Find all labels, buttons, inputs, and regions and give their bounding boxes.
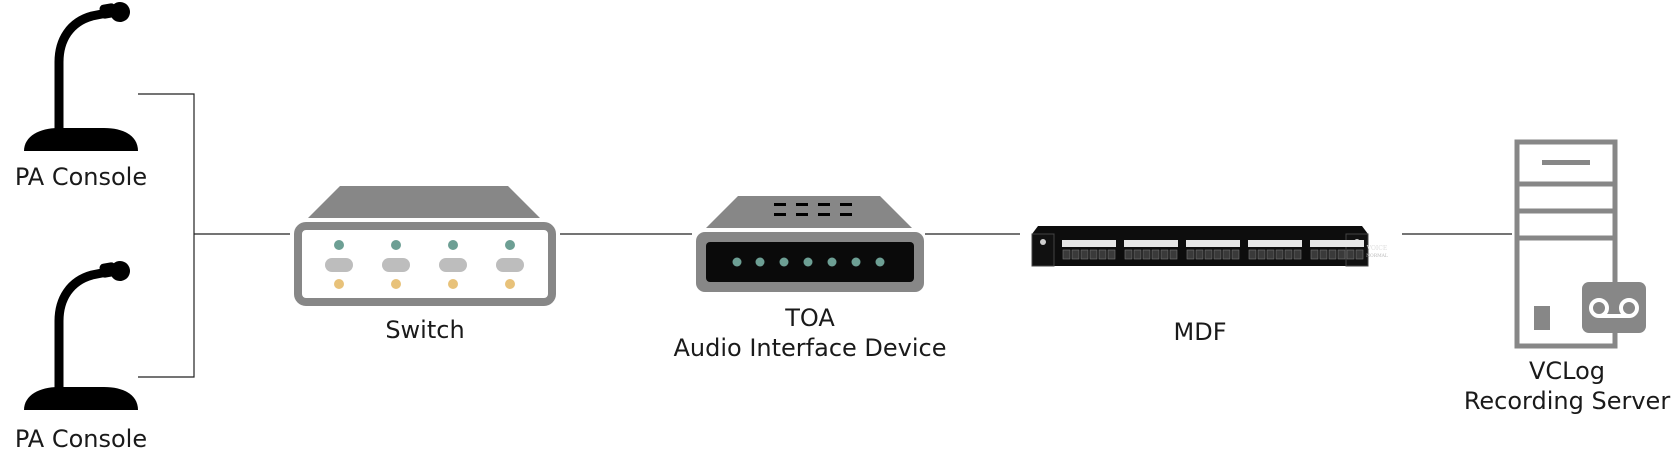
server-label-line2: Recording Server xyxy=(1463,387,1671,415)
switch-ports xyxy=(325,258,524,272)
rj45-port xyxy=(1142,249,1151,260)
rj45-port xyxy=(1169,249,1178,260)
rj45-port xyxy=(1310,249,1319,260)
server-label-line1: VCLog xyxy=(1528,357,1606,385)
rj45-port xyxy=(1151,249,1160,260)
rj45-port xyxy=(1071,249,1080,260)
rj45-port xyxy=(1098,249,1107,260)
rj45-port xyxy=(1266,249,1275,260)
rj45-port xyxy=(1062,249,1071,260)
patch-panel-brand: VOICE xyxy=(1366,245,1388,252)
microphone-icon xyxy=(24,261,138,410)
rj45-port xyxy=(1355,249,1364,260)
rj45-port xyxy=(1160,249,1169,260)
microphone-icon xyxy=(24,2,138,151)
toa-label: TOA Audio Interface Device xyxy=(660,303,960,363)
network-switch-icon xyxy=(294,186,556,306)
rj45-port xyxy=(1328,249,1337,260)
patch-panel-ports xyxy=(1062,240,1364,260)
audio-interface-leds xyxy=(732,257,885,267)
rj45-port xyxy=(1124,249,1133,260)
patch-panel-model: NORMAL xyxy=(1366,253,1388,259)
rj45-port xyxy=(1257,249,1266,260)
port-group xyxy=(1248,240,1302,260)
rj45-port xyxy=(1293,249,1302,260)
rj45-port xyxy=(1195,249,1204,260)
toa-label-line1: TOA xyxy=(785,304,835,332)
rj45-port xyxy=(1204,249,1213,260)
toa-label-line2: Audio Interface Device xyxy=(673,334,947,362)
audio-interface-icon xyxy=(696,196,924,292)
rj45-port xyxy=(1133,249,1142,260)
rj45-port xyxy=(1275,249,1284,260)
rj45-port xyxy=(1222,249,1231,260)
rj45-port xyxy=(1213,249,1222,260)
rj45-port xyxy=(1080,249,1089,260)
rj45-port xyxy=(1231,249,1240,260)
switch-label: Switch xyxy=(385,316,465,344)
switch-activity-leds xyxy=(334,279,515,289)
rj45-port xyxy=(1107,249,1116,260)
rj45-port xyxy=(1319,249,1328,260)
connection-lines xyxy=(138,93,1512,378)
rj45-port xyxy=(1337,249,1346,260)
console-bracket-line xyxy=(138,93,195,378)
rj45-port xyxy=(1089,249,1098,260)
pa-console-bottom-label: PA Console xyxy=(14,425,148,453)
switch-status-leds xyxy=(334,240,515,250)
rj45-port xyxy=(1186,249,1195,260)
server-label: VCLog Recording Server xyxy=(1460,356,1674,416)
mdf-label: MDF xyxy=(1173,318,1227,346)
rj45-port xyxy=(1248,249,1257,260)
pa-console-top-label: PA Console xyxy=(14,163,148,191)
voicemail-icon xyxy=(1582,282,1646,333)
port-group xyxy=(1124,240,1178,260)
port-group xyxy=(1310,240,1364,260)
port-group xyxy=(1062,240,1116,260)
port-group xyxy=(1186,240,1240,260)
rj45-port xyxy=(1346,249,1355,260)
patch-panel-icon: VOICE NORMAL xyxy=(1031,226,1388,267)
rj45-port xyxy=(1284,249,1293,260)
